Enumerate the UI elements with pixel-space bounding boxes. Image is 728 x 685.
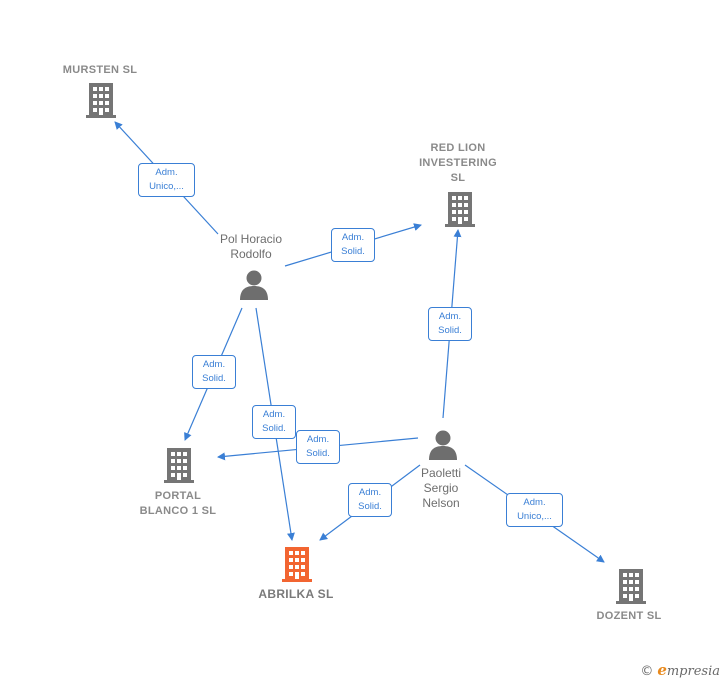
brand-initial: e bbox=[657, 661, 667, 679]
empresia-watermark: ©empresia bbox=[640, 661, 720, 679]
role-line1: Adm. bbox=[341, 232, 365, 243]
role-box-paoletti-portal[interactable]: Adm. Solid. bbox=[296, 430, 340, 464]
person-label-paoletti[interactable]: Paoletti Sergio Nelson bbox=[420, 466, 462, 510]
role-line2: Solid. bbox=[262, 423, 286, 434]
role-box-pol-redlion[interactable]: Adm. Solid. bbox=[331, 228, 375, 262]
role-box-pol-abrilka[interactable]: Adm. Solid. bbox=[252, 405, 296, 439]
red-lion-building-icon[interactable] bbox=[445, 192, 475, 227]
role-line2: Solid. bbox=[341, 246, 365, 257]
copyright-icon: © bbox=[640, 664, 654, 679]
role-box-paoletti-abrilka[interactable]: Adm. Solid. bbox=[348, 483, 392, 517]
portal-building-icon[interactable] bbox=[164, 448, 194, 483]
role-line2: Solid. bbox=[202, 373, 226, 384]
person-label-pol[interactable]: Pol Horacio Rodolfo bbox=[219, 232, 283, 261]
company-label-portal[interactable]: PORTAL BLANCO 1 SL bbox=[139, 490, 217, 517]
role-line1: Adm. bbox=[438, 311, 462, 322]
mursten-building-icon[interactable] bbox=[86, 83, 116, 118]
brand-name: mpresia bbox=[666, 664, 720, 679]
pol-person-icon[interactable] bbox=[240, 270, 268, 301]
role-line2: Solid. bbox=[306, 448, 330, 459]
role-line2: Unico,... bbox=[517, 511, 552, 522]
role-line1: Adm. bbox=[523, 497, 546, 508]
company-label-mursten[interactable]: MURSTEN SL bbox=[62, 64, 138, 76]
role-box-paoletti-dozent[interactable]: Adm. Unico,... bbox=[506, 493, 563, 527]
role-line1: Adm. bbox=[262, 409, 286, 420]
role-line2: Unico,... bbox=[149, 181, 184, 192]
company-label-abrilka[interactable]: ABRILKA SL bbox=[258, 587, 334, 601]
role-box-pol-mursten[interactable]: Adm. Unico,... bbox=[138, 163, 195, 197]
role-box-pol-portal[interactable]: Adm. Solid. bbox=[192, 355, 236, 389]
role-line1: Adm. bbox=[306, 434, 330, 445]
role-line1: Adm. bbox=[358, 487, 382, 498]
company-label-dozent[interactable]: DOZENT SL bbox=[596, 610, 662, 622]
company-label-red-lion[interactable]: RED LION INVESTERING SL bbox=[419, 142, 497, 184]
paoletti-person-icon[interactable] bbox=[429, 430, 457, 461]
role-line1: Adm. bbox=[155, 167, 178, 178]
dozent-building-icon[interactable] bbox=[616, 569, 646, 604]
abrilka-building-icon[interactable] bbox=[282, 547, 312, 582]
role-line2: Solid. bbox=[438, 325, 462, 336]
role-box-paoletti-redlion[interactable]: Adm. Solid. bbox=[428, 307, 472, 341]
role-line1: Adm. bbox=[202, 359, 226, 370]
role-line2: Solid. bbox=[358, 501, 382, 512]
